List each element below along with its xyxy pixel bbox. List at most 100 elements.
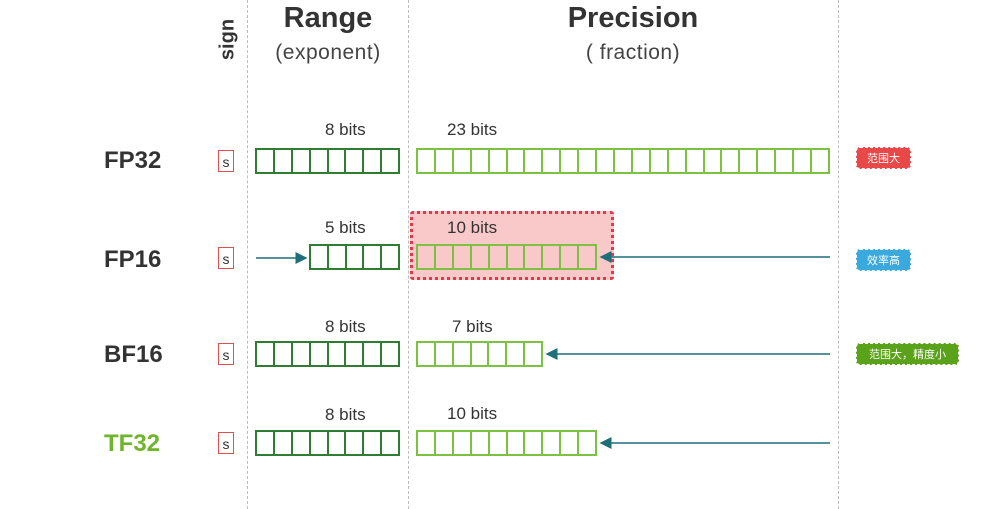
exponent-bit-cell — [290, 432, 309, 454]
fraction-bit-cell — [469, 246, 488, 268]
fraction-bits-box — [416, 244, 597, 270]
exponent-bits-box — [309, 244, 400, 270]
exponent-bit-cell — [362, 150, 380, 172]
range-precision-divider — [408, 0, 409, 509]
fraction-bits-label: 10 bits — [447, 218, 498, 237]
row-label-fp16: FP16 — [104, 246, 162, 273]
fraction-bit-cell — [541, 432, 559, 454]
fraction-bits-box — [416, 341, 543, 367]
fraction-bit-cell — [612, 150, 631, 172]
exponent-bit-cell — [380, 343, 398, 365]
fraction-bit-cell — [487, 246, 506, 268]
exponent-bit-cell — [290, 343, 309, 365]
exponent-bits-label: 8 bits — [325, 120, 366, 139]
sign-bit-box: s — [218, 343, 234, 365]
fraction-bit-cell — [541, 150, 559, 172]
fraction-bit-cell — [505, 432, 524, 454]
fraction-bit-cell — [523, 150, 541, 172]
fraction-bit-cell — [451, 150, 470, 172]
sign-range-divider — [247, 0, 248, 509]
exponent-bit-cell — [272, 150, 291, 172]
fraction-bits-box — [416, 430, 597, 456]
fraction-bit-cell — [433, 343, 452, 365]
precision-right-divider — [838, 0, 839, 509]
fraction-bit-cell — [577, 432, 595, 454]
fraction-bit-cell — [684, 150, 703, 172]
fraction-bit-cell — [738, 150, 756, 172]
fraction-bit-cell — [523, 246, 541, 268]
fraction-bit-cell — [433, 150, 452, 172]
precision-header-title: Precision — [567, 2, 699, 34]
exponent-bit-cell — [362, 343, 380, 365]
sign-bit-box: s — [218, 247, 234, 269]
sign-bit-box: s — [218, 150, 234, 172]
fraction-bit-cell — [505, 343, 523, 365]
fraction-bit-cell — [792, 150, 810, 172]
fp32-range-tag: 范围大 — [856, 147, 911, 169]
fraction-bit-cell — [451, 246, 470, 268]
range-header-subtitle: (exponent) — [275, 41, 381, 64]
fraction-bit-cell — [487, 343, 505, 365]
fraction-bit-cell — [469, 432, 488, 454]
fraction-bit-cell — [809, 150, 828, 172]
exponent-bit-cell — [272, 432, 291, 454]
exponent-bit-cell — [380, 150, 398, 172]
fraction-bit-cell — [451, 343, 470, 365]
fraction-bit-cell — [577, 150, 595, 172]
fraction-bit-cell — [487, 150, 506, 172]
row-label-tf32: TF32 — [104, 430, 161, 457]
row-label-bf16: BF16 — [104, 341, 163, 368]
exponent-bit-cell — [362, 432, 380, 454]
fraction-bit-cell — [469, 150, 488, 172]
exponent-bit-cell — [344, 246, 363, 268]
fraction-bit-cell — [630, 150, 649, 172]
fraction-bit-cell — [666, 150, 685, 172]
fraction-bit-cell — [451, 432, 470, 454]
fraction-bit-cell — [559, 150, 577, 172]
fraction-bit-cell — [505, 150, 524, 172]
fraction-bit-cell — [433, 246, 452, 268]
fraction-bit-cell — [487, 432, 506, 454]
fraction-bit-cell — [756, 150, 774, 172]
exponent-bits-box — [255, 430, 400, 456]
fraction-bits-label: 7 bits — [452, 317, 493, 336]
exponent-bit-cell — [326, 432, 345, 454]
fraction-bit-cell — [541, 246, 559, 268]
fraction-bit-cell — [523, 432, 541, 454]
fraction-bits-label: 23 bits — [447, 120, 498, 139]
exponent-bit-cell — [308, 432, 327, 454]
exponent-bit-cell — [326, 246, 345, 268]
exponent-bit-cell — [290, 150, 309, 172]
fraction-bits-box — [416, 148, 830, 174]
exponent-bit-cell — [380, 246, 398, 268]
fraction-bit-cell — [577, 246, 595, 268]
bf16-range-precision-tag: 范围大，精度小 — [856, 343, 959, 365]
sign-bit-box: s — [218, 432, 234, 454]
fraction-bit-cell — [774, 150, 792, 172]
fraction-bit-cell — [595, 150, 613, 172]
exponent-bits-box — [255, 341, 400, 367]
exponent-bits-label: 8 bits — [325, 405, 366, 424]
fraction-bit-cell — [720, 150, 738, 172]
fraction-bit-cell — [523, 343, 541, 365]
exponent-bit-cell — [380, 432, 398, 454]
exponent-bit-cell — [308, 343, 327, 365]
exponent-bits-label: 5 bits — [325, 218, 366, 237]
exponent-bit-cell — [272, 343, 291, 365]
exponent-bits-label: 8 bits — [325, 317, 366, 336]
exponent-bit-cell — [344, 432, 362, 454]
exponent-bit-cell — [344, 150, 362, 172]
exponent-bit-cell — [344, 343, 362, 365]
fraction-bit-cell — [648, 150, 667, 172]
fraction-bit-cell — [433, 432, 452, 454]
fraction-bit-cell — [559, 432, 577, 454]
fraction-bit-cell — [505, 246, 524, 268]
fraction-bits-label: 10 bits — [447, 404, 498, 423]
row-label-fp32: FP32 — [104, 147, 162, 174]
exponent-bit-cell — [308, 150, 327, 172]
range-header-title: Range — [283, 2, 373, 34]
exponent-bit-cell — [362, 246, 380, 268]
exponent-bit-cell — [326, 150, 345, 172]
